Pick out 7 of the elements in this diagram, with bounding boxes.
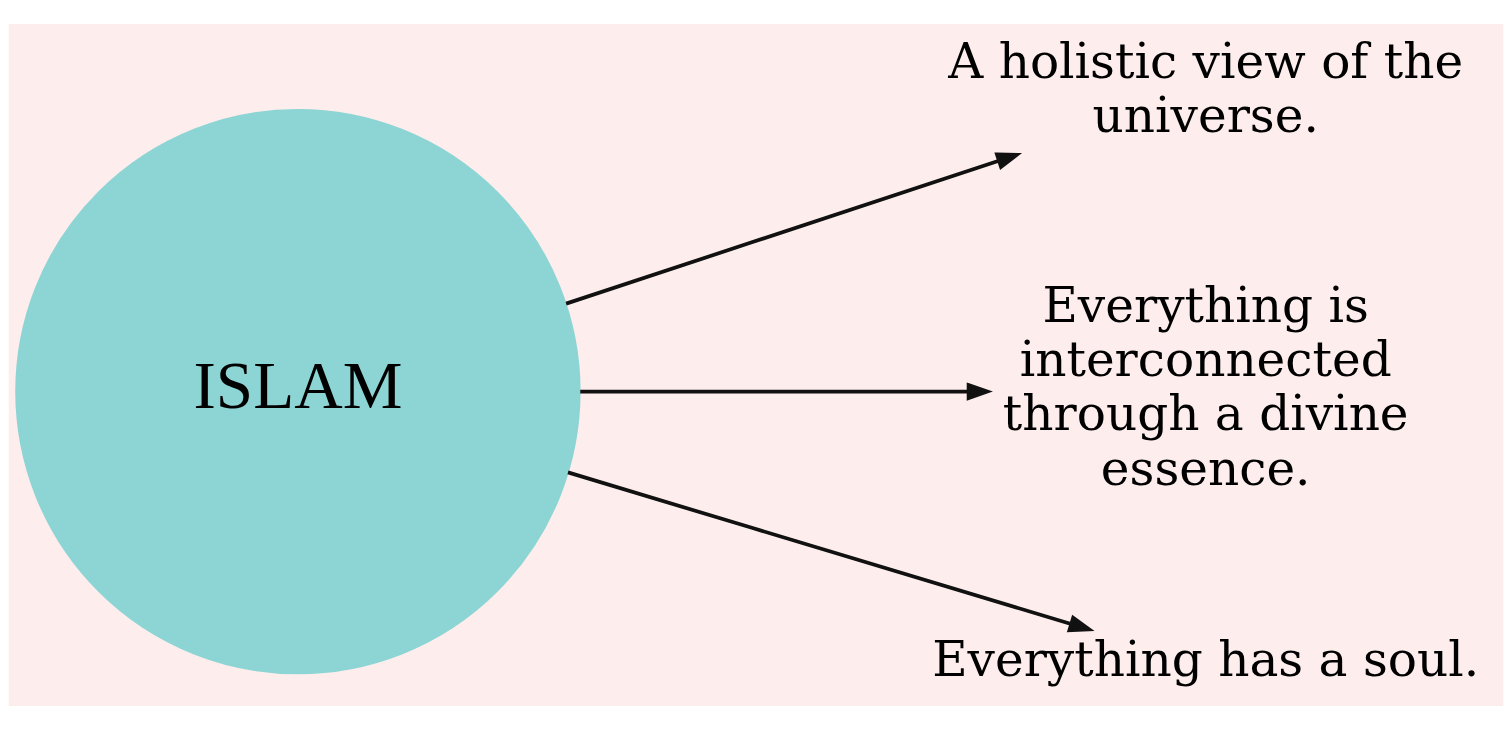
arrow — [567, 470, 1095, 633]
node-text: Everything has a soul. — [932, 630, 1480, 687]
arrow — [580, 382, 993, 401]
arrow — [565, 152, 1023, 306]
node-circle: ISLAM — [15, 108, 581, 675]
node-text: A holistic view of the universe. — [948, 32, 1464, 143]
node-text: Everything is interconnected through a divine essence. — [1002, 277, 1409, 496]
